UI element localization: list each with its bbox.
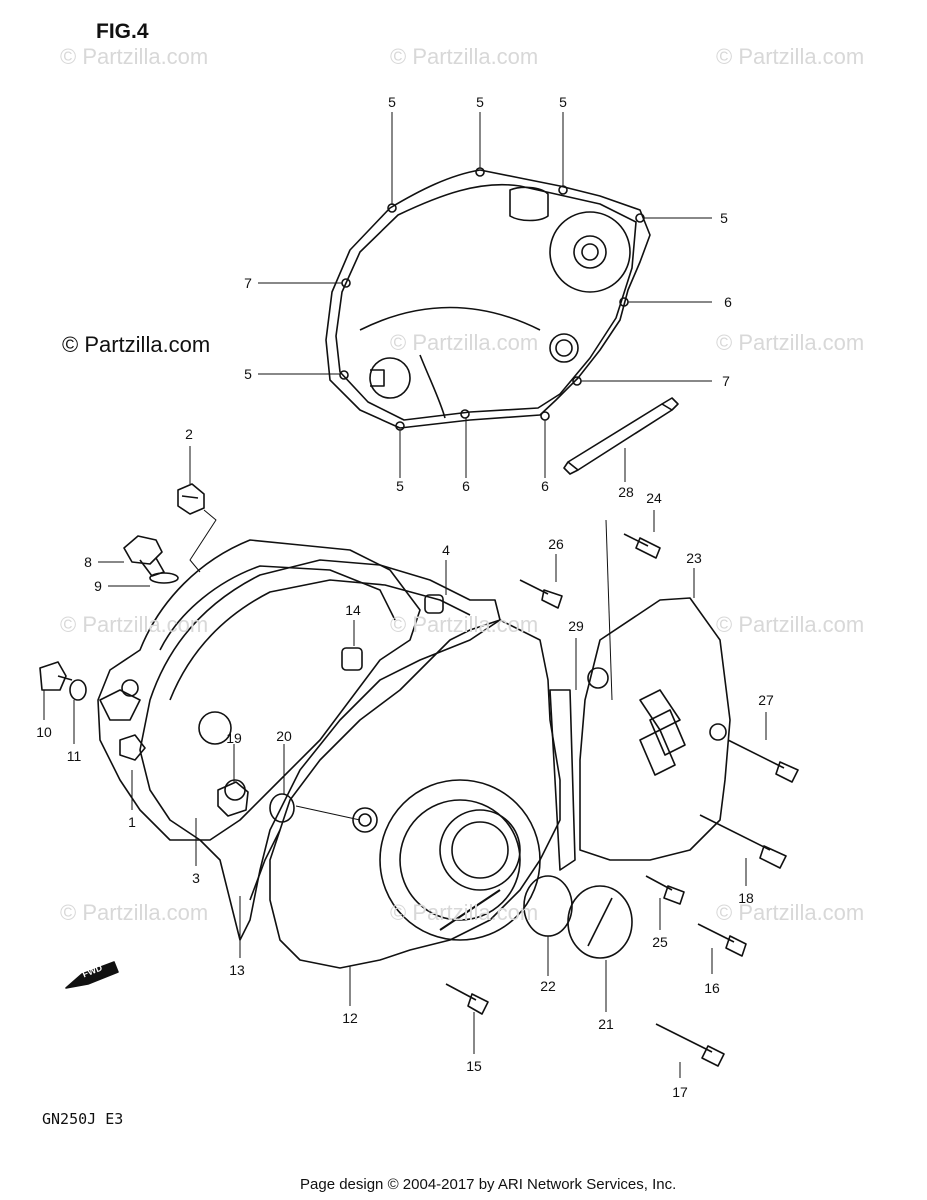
callout-label: 27 (758, 692, 774, 708)
callout-label: 8 (84, 554, 92, 570)
watermark: © Partzilla.com (390, 612, 539, 637)
part-24-bolt (623, 533, 661, 559)
callout-label: 25 (652, 934, 668, 950)
callout-label: 12 (342, 1010, 358, 1026)
callout-label: 4 (442, 542, 450, 558)
part-21-cap (567, 885, 633, 959)
callout-label: 15 (466, 1058, 482, 1074)
callout-label: 20 (276, 728, 292, 744)
watermark: © Partzilla.com (716, 900, 865, 925)
part-1-crankcase-cover (97, 539, 421, 841)
callout-label: 19 (226, 730, 242, 746)
part-26-bolt (519, 579, 563, 609)
callout-label: 3 (192, 870, 200, 886)
watermark: © Partzilla.com (390, 900, 539, 925)
part-4-gasket (139, 559, 501, 941)
footer-credit: Page design © 2004-2017 by ARI Network S… (300, 1176, 677, 1193)
callout-label: 22 (540, 978, 556, 994)
figure-title: FIG.4 (96, 20, 149, 43)
watermark: © Partzilla.com (716, 330, 865, 355)
callout-label: 26 (548, 536, 564, 552)
callout-label: 6 (541, 478, 549, 494)
part-16-bolt (697, 923, 747, 957)
callout-label: 7 (722, 373, 730, 389)
callout-label: 16 (704, 980, 720, 996)
callout-label: 17 (672, 1084, 688, 1100)
callout-label: 29 (568, 618, 584, 634)
callout-label: 21 (598, 1016, 614, 1032)
callout-label: 23 (686, 550, 702, 566)
part-15-bolt (445, 983, 489, 1015)
model-code: GN250J E3 (42, 1110, 124, 1128)
part-23-sprocket-cover (579, 597, 731, 861)
callout-label: 11 (66, 748, 82, 764)
callout-label: 28 (618, 484, 634, 500)
part-25-bolt (645, 875, 685, 905)
callout-label: 1 (128, 814, 136, 830)
watermark: © Partzilla.com (390, 44, 539, 69)
callout-label: 14 (345, 602, 361, 618)
part-18-bolt (699, 814, 787, 869)
watermark: © Partzilla.com (60, 900, 209, 925)
watermark: © Partzilla.com (716, 612, 865, 637)
callout-label: 24 (646, 490, 662, 506)
part-19-plug (217, 781, 249, 817)
part-17-bolt (655, 1023, 725, 1067)
callout-label: 9 (94, 578, 102, 594)
callout-label: 2 (185, 426, 193, 442)
part-8-filler-cap (123, 535, 165, 577)
callout-label: 6 (462, 478, 470, 494)
watermark: © Partzilla.com (60, 612, 209, 637)
callout-label: 5 (476, 94, 484, 110)
part-2-plug (177, 483, 205, 515)
fwd-text: FWD (80, 962, 104, 980)
part-9-o-ring (149, 572, 179, 584)
watermark: © Partzilla.com (60, 44, 209, 69)
callout-label: 5 (559, 94, 567, 110)
callout-label: 7 (244, 275, 252, 291)
dowel-pin (424, 594, 444, 614)
part-11-washer (69, 679, 87, 701)
callout-label: 18 (738, 890, 754, 906)
part-12-magneto-cover (269, 619, 561, 969)
part-28-strap (563, 397, 679, 475)
part-14-dowel (341, 647, 363, 671)
clutch-cover-outer (325, 167, 651, 431)
fwd-arrow-icon (65, 961, 119, 989)
part-27-bolt (727, 739, 799, 783)
callout-label: 5 (388, 94, 396, 110)
callout-label: 5 (244, 366, 252, 382)
callout-label: 13 (229, 962, 245, 978)
callout-label: 6 (724, 294, 732, 310)
copyright-notice: © Partzilla.com (62, 332, 211, 357)
watermark: © Partzilla.com (390, 330, 539, 355)
part-10-drain-bolt (39, 661, 73, 691)
fwd-label: FWD (66, 962, 116, 988)
callout-label: 10 (36, 724, 52, 740)
callout-label: 5 (396, 478, 404, 494)
callout-label: 5 (720, 210, 728, 226)
part-29-gasket (549, 689, 576, 871)
watermark: © Partzilla.com (716, 44, 865, 69)
leader-lines (43, 112, 767, 1078)
